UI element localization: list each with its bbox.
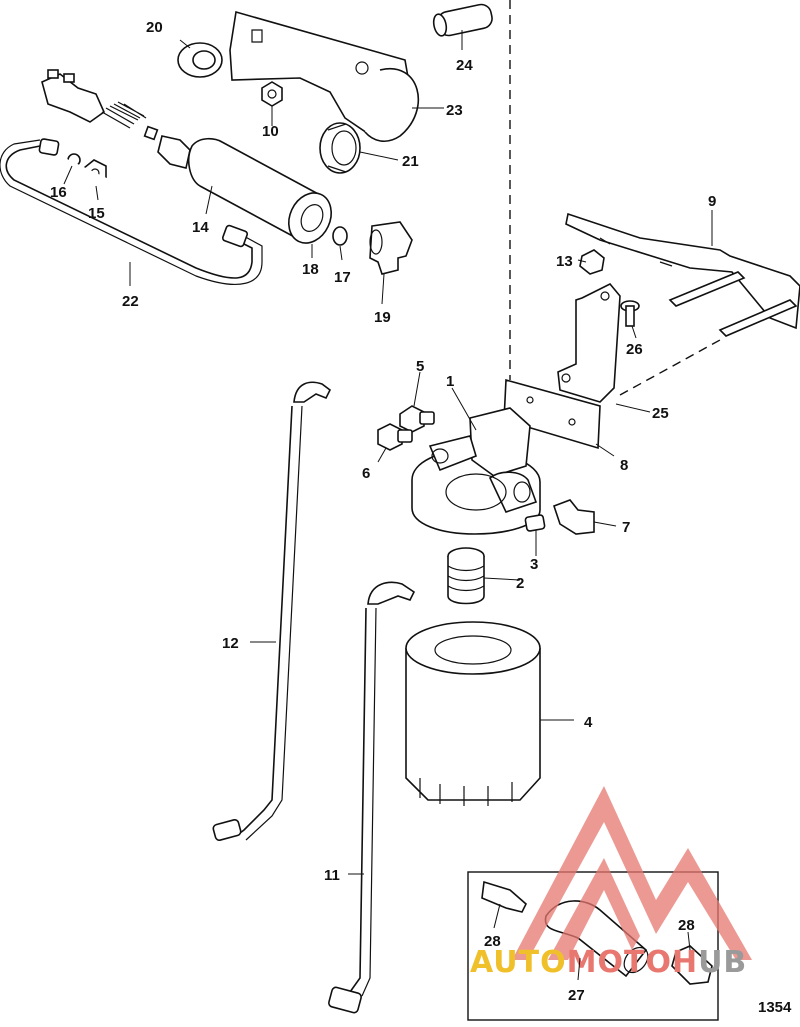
part-26-bolt — [620, 300, 640, 327]
inset-box — [467, 871, 719, 1021]
part-11-fuel-line — [328, 581, 416, 1014]
callout-26: 26 — [626, 341, 643, 358]
callout-18: 18 — [302, 261, 319, 278]
part-3-plug — [524, 514, 546, 532]
callout-9: 9 — [708, 193, 716, 210]
callout-3: 3 — [530, 556, 538, 573]
part-7-fitting — [552, 499, 595, 535]
part-25-bracket — [557, 283, 621, 403]
part-19-elbow-fitting — [369, 221, 413, 275]
callout-21: 21 — [402, 153, 419, 170]
watermark-text: AUTOMOTOHUB — [470, 945, 747, 980]
callout-7: 7 — [622, 519, 630, 536]
part-28-fitting-left — [481, 880, 527, 913]
part-23-bracket — [229, 10, 420, 143]
watermark-text-part1: AUTO — [470, 945, 567, 980]
callout-13: 13 — [556, 253, 573, 270]
figure-number: 1354 — [758, 999, 792, 1016]
callout-28-left: 28 — [484, 933, 501, 950]
callout-23: 23 — [446, 102, 463, 119]
callout-labels: 1 2 3 4 5 6 7 8 9 10 11 12 13 14 15 16 1… — [50, 19, 716, 1004]
part-20-grommet — [177, 42, 223, 78]
callout-20: 20 — [146, 19, 163, 36]
part-9-mounting-bracket — [565, 212, 800, 337]
part-12-fuel-line — [212, 381, 332, 841]
callout-17: 17 — [334, 269, 351, 286]
dashed-guide-bracket — [619, 339, 721, 396]
callout-1: 1 — [446, 373, 454, 390]
part-2-nipple — [447, 547, 485, 605]
callout-5: 5 — [416, 358, 424, 375]
callout-6: 6 — [362, 465, 370, 482]
part-22-fuel-line — [0, 138, 263, 285]
part-10-nut — [261, 81, 283, 107]
part-13-nut — [579, 249, 605, 275]
electrical-connector — [41, 69, 159, 141]
watermark-text-part2: MOTOH — [567, 945, 698, 980]
callout-15: 15 — [88, 205, 105, 222]
callout-27: 27 — [568, 987, 585, 1004]
callout-28-right: 28 — [678, 917, 695, 934]
callout-19: 19 — [374, 309, 391, 326]
callout-4: 4 — [584, 714, 593, 731]
watermark-logo — [512, 786, 752, 960]
callout-25: 25 — [652, 405, 669, 422]
leader-lines — [63, 30, 713, 981]
callout-22: 22 — [122, 293, 139, 310]
callout-11: 11 — [324, 867, 340, 884]
callout-8: 8 — [620, 457, 628, 474]
part-4-filter-element — [405, 621, 541, 806]
callout-24: 24 — [456, 57, 473, 74]
part-6-fitting — [377, 423, 413, 451]
callout-14: 14 — [192, 219, 209, 236]
watermark-text-part3: UB — [698, 945, 747, 980]
callout-2: 2 — [516, 575, 524, 592]
callout-10: 10 — [262, 123, 279, 140]
part-8-plate — [503, 378, 601, 450]
part-21-grommet — [319, 122, 361, 174]
part-1-filter-head — [411, 407, 541, 535]
part-5-fitting — [399, 405, 435, 433]
callout-16: 16 — [50, 184, 67, 201]
part-24-sleeve — [432, 3, 493, 37]
part-17-o-ring — [332, 226, 348, 246]
part-14-fuel-pump — [157, 135, 332, 244]
callout-12: 12 — [222, 635, 239, 652]
